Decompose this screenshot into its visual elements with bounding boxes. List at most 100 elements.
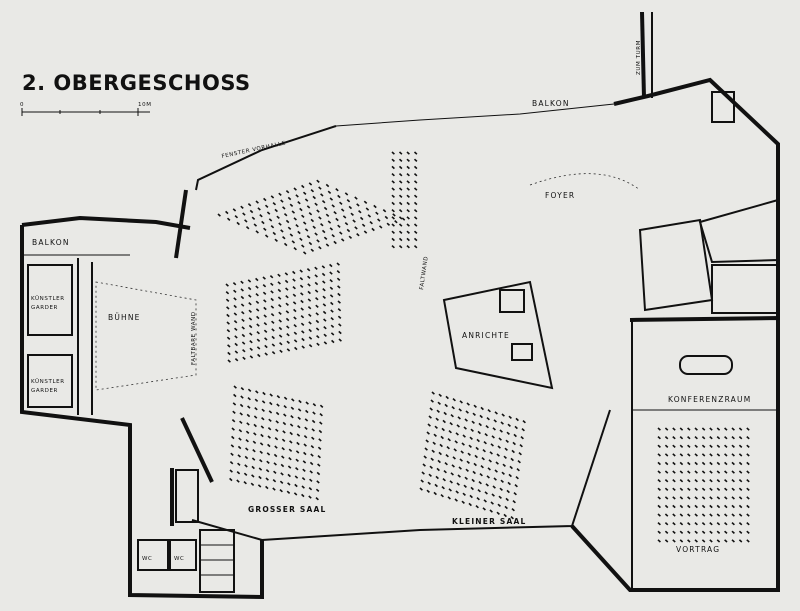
- seat: [280, 472, 284, 476]
- seat: [657, 453, 661, 457]
- seat: [433, 491, 437, 496]
- seat: [280, 229, 284, 233]
- seat: [709, 496, 713, 500]
- seat: [456, 482, 460, 486]
- seat: [305, 401, 309, 405]
- seat: [244, 464, 248, 468]
- seat: [293, 324, 297, 328]
- seat: [657, 470, 661, 474]
- seat: [287, 196, 292, 201]
- seat: [518, 452, 522, 456]
- seat: [238, 437, 242, 441]
- seat: [286, 325, 290, 329]
- seat: [330, 309, 334, 313]
- seat: [278, 304, 282, 308]
- seat: [321, 272, 326, 277]
- seat: [501, 413, 505, 417]
- seat: [701, 479, 706, 483]
- seat: [256, 331, 260, 335]
- seat: [337, 292, 341, 297]
- seat: [323, 318, 327, 322]
- seat: [256, 338, 261, 342]
- seat: [316, 335, 320, 339]
- seat: [432, 441, 436, 445]
- seat: [255, 300, 260, 304]
- seat: [460, 450, 464, 454]
- seat: [469, 436, 473, 440]
- seat: [746, 479, 750, 483]
- seat: [422, 463, 426, 467]
- seat: [738, 530, 743, 534]
- seat: [269, 401, 273, 406]
- seat: [261, 220, 265, 225]
- seat: [271, 343, 276, 347]
- seat: [506, 489, 510, 494]
- seat: [311, 436, 315, 440]
- seat: [484, 433, 488, 437]
- seat: [406, 180, 410, 184]
- seat: [289, 431, 293, 436]
- seat: [310, 445, 315, 449]
- seat: [270, 297, 274, 302]
- seat: [398, 209, 403, 213]
- seat: [270, 290, 274, 294]
- label-faltbare-wand: FALTBARE WAND: [191, 311, 197, 365]
- label-fenster: FENSTER VORHALLE: [221, 140, 286, 160]
- seat: [283, 413, 287, 417]
- seat: [255, 200, 259, 204]
- seat: [500, 479, 504, 483]
- seat: [391, 187, 395, 191]
- seat: [296, 433, 301, 437]
- seating-area: [217, 151, 750, 543]
- seat: [731, 444, 735, 448]
- seat: [477, 489, 481, 493]
- seat: [240, 288, 244, 292]
- seat: [315, 297, 319, 301]
- seat: [236, 471, 241, 475]
- seat: [291, 210, 296, 214]
- seat: [406, 158, 410, 162]
- room-anrichte: ANRICHTE: [442, 280, 554, 390]
- seat: [321, 229, 326, 234]
- seat: [738, 444, 743, 448]
- seat: [461, 442, 465, 446]
- seat: [521, 428, 525, 432]
- seat: [398, 237, 403, 242]
- seat: [487, 467, 491, 471]
- seat: [303, 443, 307, 447]
- seat: [384, 215, 389, 220]
- seat: [679, 530, 684, 534]
- seat: [264, 344, 268, 349]
- label-garder-2a: KÜNSTLER: [31, 378, 65, 385]
- seat: [373, 204, 377, 209]
- seat: [493, 477, 497, 481]
- seat: [694, 461, 698, 466]
- seat: [306, 268, 311, 272]
- seat: [340, 208, 345, 212]
- seat: [330, 317, 334, 321]
- seat: [293, 247, 297, 251]
- seat: [342, 215, 347, 219]
- seat: [473, 462, 477, 467]
- seat: [284, 279, 289, 284]
- seat: [230, 444, 235, 448]
- seat: [288, 448, 293, 452]
- seat: [512, 441, 516, 446]
- seat: [738, 539, 743, 543]
- seat: [430, 399, 434, 403]
- seat: [664, 453, 669, 457]
- seat: [315, 327, 320, 331]
- seat: [294, 483, 298, 488]
- seat: [724, 496, 728, 500]
- seat: [486, 417, 490, 421]
- seat: [731, 522, 735, 526]
- seat: [746, 487, 750, 491]
- seat: [514, 425, 518, 430]
- seat: [505, 439, 509, 443]
- seat: [461, 500, 465, 504]
- seat: [308, 328, 312, 333]
- seat: [746, 530, 750, 534]
- seat: [679, 444, 684, 448]
- seat: [233, 393, 237, 398]
- seat: [307, 283, 311, 287]
